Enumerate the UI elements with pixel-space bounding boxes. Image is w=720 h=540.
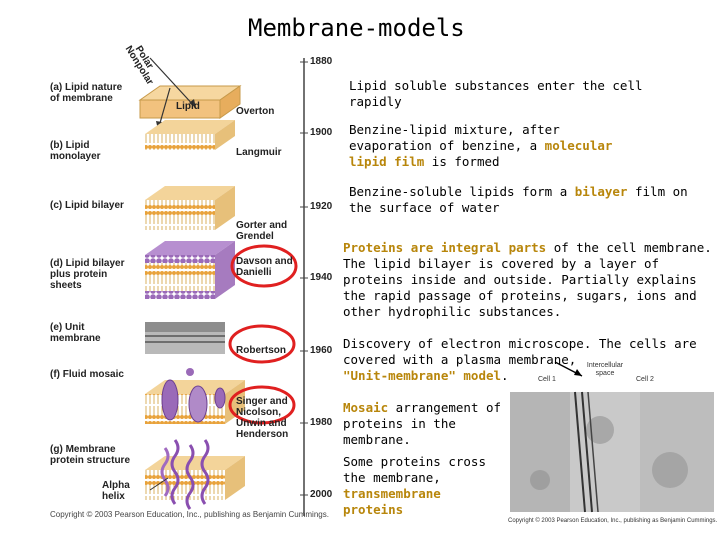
model-label-f: (f) Fluid mosaic bbox=[50, 369, 124, 380]
lipid-box-label: Lipid bbox=[176, 101, 200, 112]
micrograph-copyright: Copyright © 2003 Pearson Education, Inc.… bbox=[508, 518, 718, 524]
author-label: Langmuir bbox=[236, 147, 282, 158]
author-label: Gorter and Grendel bbox=[236, 220, 288, 242]
note-transmembrane: Some proteins cross the membrane, transm… bbox=[343, 454, 486, 517]
model-label-c: (c) Lipid bilayer bbox=[50, 200, 124, 211]
monolayer-illustration bbox=[145, 120, 235, 150]
year-label: 2000 bbox=[310, 489, 333, 500]
year-label: 1940 bbox=[310, 272, 333, 283]
author-label: Robertson bbox=[236, 345, 286, 356]
lipid-box-illustration bbox=[138, 57, 242, 131]
author-label: Singer and Nicolson, Unwin and Henderson bbox=[236, 396, 289, 440]
electron-micrograph bbox=[510, 391, 714, 513]
note-davson: Proteins are integral parts of the cell … bbox=[343, 240, 712, 319]
note-gorter: Benzine-soluble lipids form a bilayer fi… bbox=[349, 184, 688, 215]
model-label-d: (d) Lipid bilayer plus protein sheets bbox=[50, 258, 125, 291]
year-label: 1880 bbox=[310, 56, 333, 67]
year-label: 1920 bbox=[310, 201, 333, 212]
page-title: Membrane-models bbox=[248, 14, 465, 42]
note-singer: Mosaic arrangement of proteins in the me… bbox=[343, 400, 502, 447]
note-overton: Lipid soluble substances enter the cell … bbox=[349, 78, 643, 109]
fluid-mosaic-illustration bbox=[145, 368, 245, 424]
protein-sheet-bilayer-illustration bbox=[145, 241, 235, 299]
highlight-circle-singer bbox=[228, 385, 296, 425]
unit-membrane-micrograph bbox=[145, 322, 225, 354]
cell1-label: Cell 1 bbox=[538, 376, 556, 383]
alpha-helix-label: Alpha helix bbox=[102, 480, 130, 502]
highlight-circle-robertson bbox=[228, 324, 296, 364]
bilayer-illustration bbox=[145, 186, 235, 230]
author-label: Davson and Danielli bbox=[236, 256, 293, 278]
highlight-circle-davson bbox=[230, 244, 298, 288]
model-label-g: (g) Membrane protein structure bbox=[50, 444, 131, 466]
author-label: Overton bbox=[236, 106, 275, 117]
year-label: 1900 bbox=[310, 127, 333, 138]
note-robertson: Discovery of electron microscope. The ce… bbox=[343, 336, 697, 383]
model-label-b: (b) Lipid monolayer bbox=[50, 140, 101, 162]
model-label-a: (a) Lipid nature of membrane bbox=[50, 82, 123, 104]
cell2-label: Cell 2 bbox=[636, 376, 654, 383]
year-label: 1960 bbox=[310, 345, 333, 356]
figure-copyright: Copyright © 2003 Pearson Education, Inc.… bbox=[50, 510, 329, 519]
model-label-e: (e) Unit membrane bbox=[50, 322, 101, 344]
membrane-protein-structure-illustration bbox=[145, 439, 245, 510]
note-langmuir: Benzine-lipid mixture, after evaporation… bbox=[349, 122, 613, 169]
intercellular-label: Intercellular space bbox=[586, 362, 624, 377]
year-label: 1980 bbox=[310, 417, 333, 428]
